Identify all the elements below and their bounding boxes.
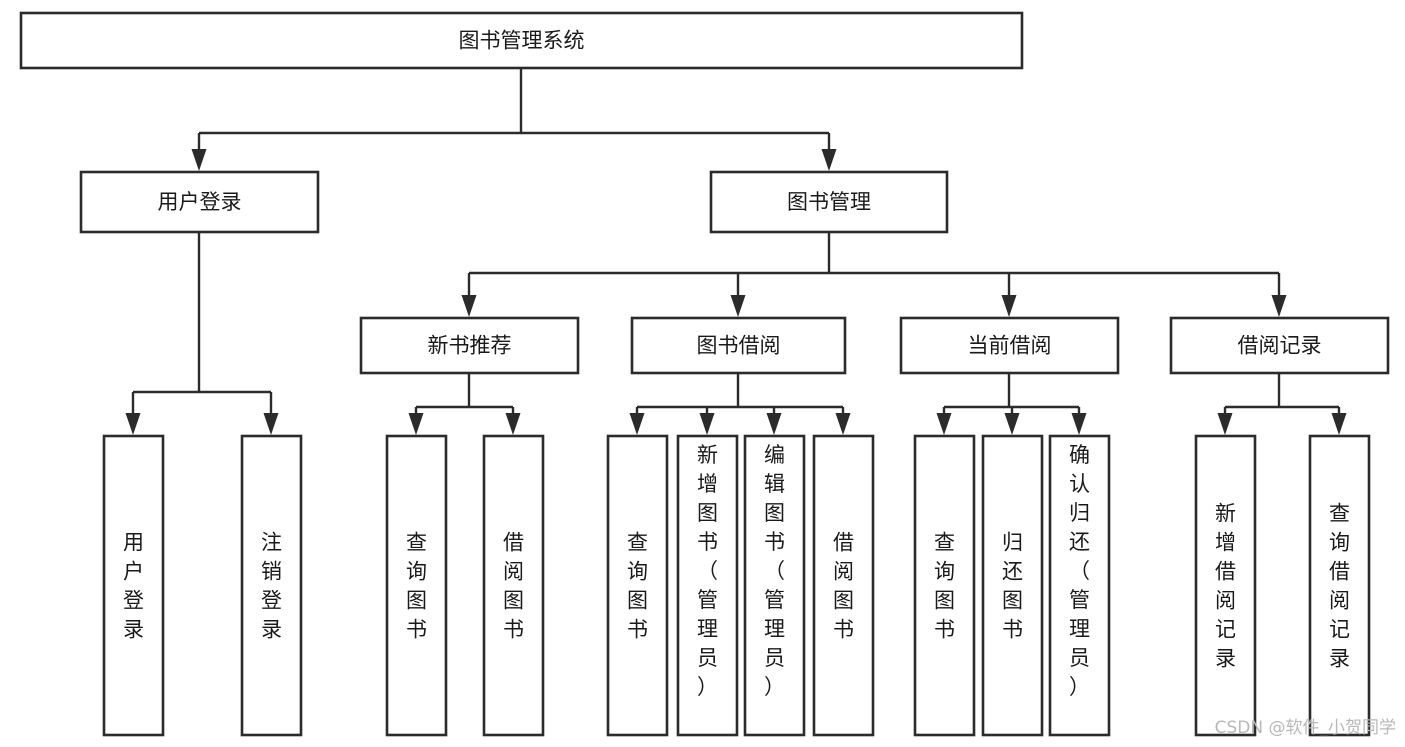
node-label-leaf-edit-book-admin: 编辑图书（管理员） [764, 443, 785, 699]
node-box-leaf-return-book[interactable] [981, 434, 1044, 737]
node-label-book-management: 图书管理 [787, 190, 871, 214]
node-label-leaf-query-book-borrow: 查询图书 [627, 531, 648, 642]
watermark-text: CSDN @软件_小贺同学 [1215, 718, 1396, 738]
node-label-leaf-add-borrow-record: 新增借阅记录 [1215, 502, 1236, 671]
connectors-layer [125, 68, 1347, 435]
node-box-leaf-query-book-borrow[interactable] [606, 434, 669, 737]
node-label-current-borrow: 当前借阅 [968, 334, 1052, 358]
node-leaf-query-book-recommend[interactable]: 查询图书 [385, 434, 448, 737]
node-leaf-borrow-book[interactable]: 借阅图书 [812, 434, 875, 737]
node-label-root: 图书管理系统 [459, 29, 585, 53]
connector-bookmgmt-to-level3 [461, 232, 1287, 317]
node-box-leaf-add-book-admin[interactable] [676, 434, 739, 737]
node-leaf-return-book[interactable]: 归还图书 [981, 434, 1044, 737]
node-root[interactable]: 图书管理系统 [19, 11, 1024, 70]
node-new-book-recommend[interactable]: 新书推荐 [359, 316, 580, 375]
nodes-layer: 图书管理系统用户登录图书管理新书推荐图书借阅当前借阅借阅记录用户登录注销登录查询… [19, 11, 1390, 737]
node-box-book-borrow[interactable] [630, 316, 847, 375]
node-leaf-confirm-return-admin[interactable]: 确认归还（管理员） [1048, 434, 1111, 737]
node-label-book-borrow: 图书借阅 [697, 334, 781, 358]
node-box-user-login[interactable] [79, 170, 320, 234]
node-book-management[interactable]: 图书管理 [709, 170, 949, 234]
node-label-leaf-query-book-current: 查询图书 [934, 531, 955, 642]
node-leaf-query-book-borrow[interactable]: 查询图书 [606, 434, 669, 737]
node-leaf-query-book-current[interactable]: 查询图书 [913, 434, 976, 737]
node-label-leaf-return-book: 归还图书 [1002, 531, 1023, 642]
connector-userlogin-to-leaves [125, 232, 279, 435]
node-box-leaf-query-book-current[interactable] [913, 434, 976, 737]
node-box-root[interactable] [19, 11, 1024, 70]
node-label-new-book-recommend: 新书推荐 [428, 334, 512, 358]
node-leaf-query-borrow-record[interactable]: 查询借阅记录 [1308, 434, 1371, 737]
node-label-leaf-query-book-recommend: 查询图书 [406, 531, 427, 642]
node-box-leaf-borrow-book[interactable] [812, 434, 875, 737]
node-label-leaf-add-book-admin: 新增图书（管理员） [697, 443, 718, 699]
node-leaf-borrow-book-recommend[interactable]: 借阅图书 [482, 434, 545, 737]
node-borrow-record[interactable]: 借阅记录 [1169, 316, 1390, 375]
node-box-book-management[interactable] [709, 170, 949, 234]
node-box-leaf-add-borrow-record[interactable] [1194, 434, 1257, 737]
connector-current-to-leaves [936, 373, 1087, 435]
node-current-borrow[interactable]: 当前借阅 [899, 316, 1120, 375]
node-leaf-edit-book-admin[interactable]: 编辑图书（管理员） [743, 434, 806, 737]
node-leaf-add-book-admin[interactable]: 新增图书（管理员） [676, 434, 739, 737]
node-box-current-borrow[interactable] [899, 316, 1120, 375]
node-leaf-user-login[interactable]: 用户登录 [102, 434, 165, 737]
connector-borrow-to-leaves [629, 373, 851, 435]
node-leaf-logout[interactable]: 注销登录 [240, 434, 303, 737]
node-label-leaf-user-login: 用户登录 [123, 531, 144, 642]
node-label-leaf-borrow-book-recommend: 借阅图书 [503, 531, 524, 642]
node-box-leaf-query-borrow-record[interactable] [1308, 434, 1371, 737]
node-label-leaf-query-borrow-record: 查询借阅记录 [1329, 502, 1350, 671]
connector-record-to-leaves [1217, 373, 1347, 435]
node-label-leaf-borrow-book: 借阅图书 [833, 531, 854, 642]
node-label-leaf-confirm-return-admin: 确认归还（管理员） [1069, 443, 1090, 699]
node-book-borrow[interactable]: 图书借阅 [630, 316, 847, 375]
node-box-leaf-edit-book-admin[interactable] [743, 434, 806, 737]
node-leaf-add-borrow-record[interactable]: 新增借阅记录 [1194, 434, 1257, 737]
node-box-leaf-logout[interactable] [240, 434, 303, 737]
node-box-borrow-record[interactable] [1169, 316, 1390, 375]
node-label-borrow-record: 借阅记录 [1238, 334, 1322, 358]
node-box-leaf-user-login[interactable] [102, 434, 165, 737]
connector-root-to-level2 [191, 68, 837, 171]
node-box-leaf-confirm-return-admin[interactable] [1048, 434, 1111, 737]
node-box-new-book-recommend[interactable] [359, 316, 580, 375]
node-box-leaf-query-book-recommend[interactable] [385, 434, 448, 737]
node-label-user-login: 用户登录 [158, 190, 242, 214]
node-user-login[interactable]: 用户登录 [79, 170, 320, 234]
node-box-leaf-borrow-book-recommend[interactable] [482, 434, 545, 737]
node-label-leaf-logout: 注销登录 [261, 531, 282, 642]
connector-recommend-to-leaves [408, 373, 521, 435]
